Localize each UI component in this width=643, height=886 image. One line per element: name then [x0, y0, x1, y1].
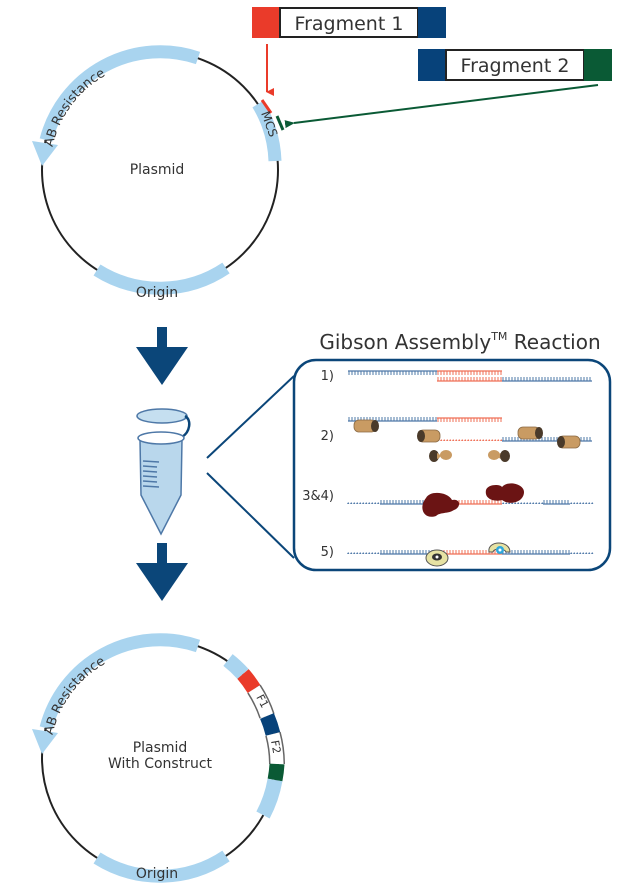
- step-5-blue-tail: [570, 552, 594, 554]
- fragment-2-label: Fragment 2: [461, 55, 570, 77]
- fragment-2-left-overlap: [418, 49, 446, 81]
- tube-graduations: [142, 460, 160, 488]
- exonuclease-icon: [557, 435, 581, 449]
- plasmid-bottom-origin: [93, 850, 230, 883]
- construct-f2: [266, 732, 284, 765]
- plasmid-top-origin: [93, 262, 230, 295]
- plasmid-bottom-resistance-label: AB Resistance: [42, 654, 108, 736]
- fragment-2: Fragment 2: [418, 49, 612, 81]
- plasmid-bottom-resistance-arrowhead: [32, 729, 58, 754]
- polymerase-icon: [485, 483, 524, 503]
- plasmid-top-mcs-red-site: [260, 99, 273, 114]
- fragment-1: Fragment 1: [252, 7, 446, 38]
- fragment-1-left-overlap: [252, 7, 280, 38]
- reaction-panel: [292, 358, 612, 572]
- tube-rim: [137, 431, 185, 445]
- step-3-blue-tail: [570, 502, 594, 504]
- polymerase-icon: [422, 492, 460, 517]
- construct-overlap-navy: [260, 713, 281, 736]
- free-exonuclease-icon: [429, 450, 452, 462]
- plasmid-top-resistance-gene: [39, 45, 201, 142]
- plasmid-bottom-origin-label: Origin: [136, 866, 178, 882]
- exonuclease-icon: [353, 419, 379, 433]
- plasmid-top-resistance-arrowhead: [32, 141, 58, 166]
- plasmid-top: AB Resistance Origin MCS Plasmid: [32, 45, 285, 301]
- plasmid-top-mcs: [252, 100, 282, 162]
- reaction-tube-icon: [136, 408, 191, 536]
- tube-cap: [136, 408, 188, 424]
- fragment-1-right-overlap: [418, 7, 446, 38]
- plasmid-top-mcs-green-site: [275, 115, 285, 131]
- step-3-blue-single: [347, 502, 380, 504]
- arrow-down-icon: [136, 563, 188, 601]
- free-exonuclease-icon: [488, 450, 510, 462]
- construct-flank-left: [223, 654, 249, 680]
- fragment-2-right-overlap: [584, 49, 612, 81]
- step-1-label: 1): [321, 369, 334, 384]
- step-1-blue-strand-top: [348, 370, 437, 375]
- arrow-shaft: [157, 543, 167, 565]
- construct-flank-right: [256, 778, 283, 819]
- tube-hinge: [181, 414, 191, 439]
- plasmid-bottom-center-label-1: Plasmid: [133, 740, 188, 756]
- plasmid-top-origin-label: Origin: [136, 285, 178, 301]
- step-1-red-strand-bottom: [437, 377, 502, 382]
- ligase-icon: [488, 542, 511, 554]
- arrow-down-icon: [136, 347, 188, 385]
- step-5-ligases: [425, 542, 511, 567]
- fragment-1-body: [279, 7, 419, 38]
- step-3-blue-duplex-right: [543, 500, 570, 505]
- reaction-title: Gibson AssemblyTM Reaction: [319, 330, 600, 354]
- step-3-4-label: 3&4): [302, 489, 334, 504]
- construct-f1-label: F1: [253, 692, 271, 710]
- dna-strands: [347, 370, 594, 555]
- exonuclease-icon: [417, 429, 441, 443]
- exonuclease-icon: [517, 426, 543, 440]
- construct-overlap-red: [237, 669, 261, 694]
- plasmid-bottom-resistance-gene: [39, 633, 201, 730]
- plasmid-bottom-center-label-2: With Construct: [108, 756, 213, 772]
- step-1-blue-strand-bottom: [502, 377, 592, 382]
- plasmid-bottom: AB Resistance Origin F1 F2 Plasmid With …: [32, 633, 285, 883]
- process-arrow-2: [136, 543, 188, 601]
- construct-overlap-green: [267, 763, 285, 782]
- construct-f1: [248, 685, 274, 719]
- ligase-icon: [425, 549, 449, 567]
- step-5-red-duplex: [437, 550, 502, 555]
- fragment-2-body: [445, 49, 585, 81]
- step-2-enzymes: [353, 419, 581, 462]
- callout-line-top: [206, 375, 295, 459]
- step-2-red-overhang-bottom: [437, 439, 503, 441]
- fragment-2-insert-arrow: [284, 84, 599, 129]
- arrow-shaft: [157, 327, 167, 349]
- step-5-blue-single: [347, 552, 380, 554]
- callout-line-bottom: [206, 472, 295, 559]
- process-arrow-1: [136, 327, 188, 385]
- step-1-red-strand-top: [437, 370, 502, 375]
- step-5-label: 5): [321, 545, 334, 560]
- step-3-blue-single-right: [502, 502, 544, 504]
- plasmid-top-center-label: Plasmid: [130, 162, 185, 178]
- step-2-label: 2): [321, 429, 334, 444]
- tube-body: [139, 439, 183, 536]
- step-3-4-polymerases: [422, 483, 524, 517]
- plasmid-top-resistance-label: AB Resistance: [42, 66, 108, 148]
- fragment-1-label: Fragment 1: [295, 13, 404, 35]
- step-2-red-overhang-top: [437, 417, 502, 422]
- construct-f2-label: F2: [268, 739, 283, 754]
- step-5-blue-duplex-right: [502, 550, 570, 555]
